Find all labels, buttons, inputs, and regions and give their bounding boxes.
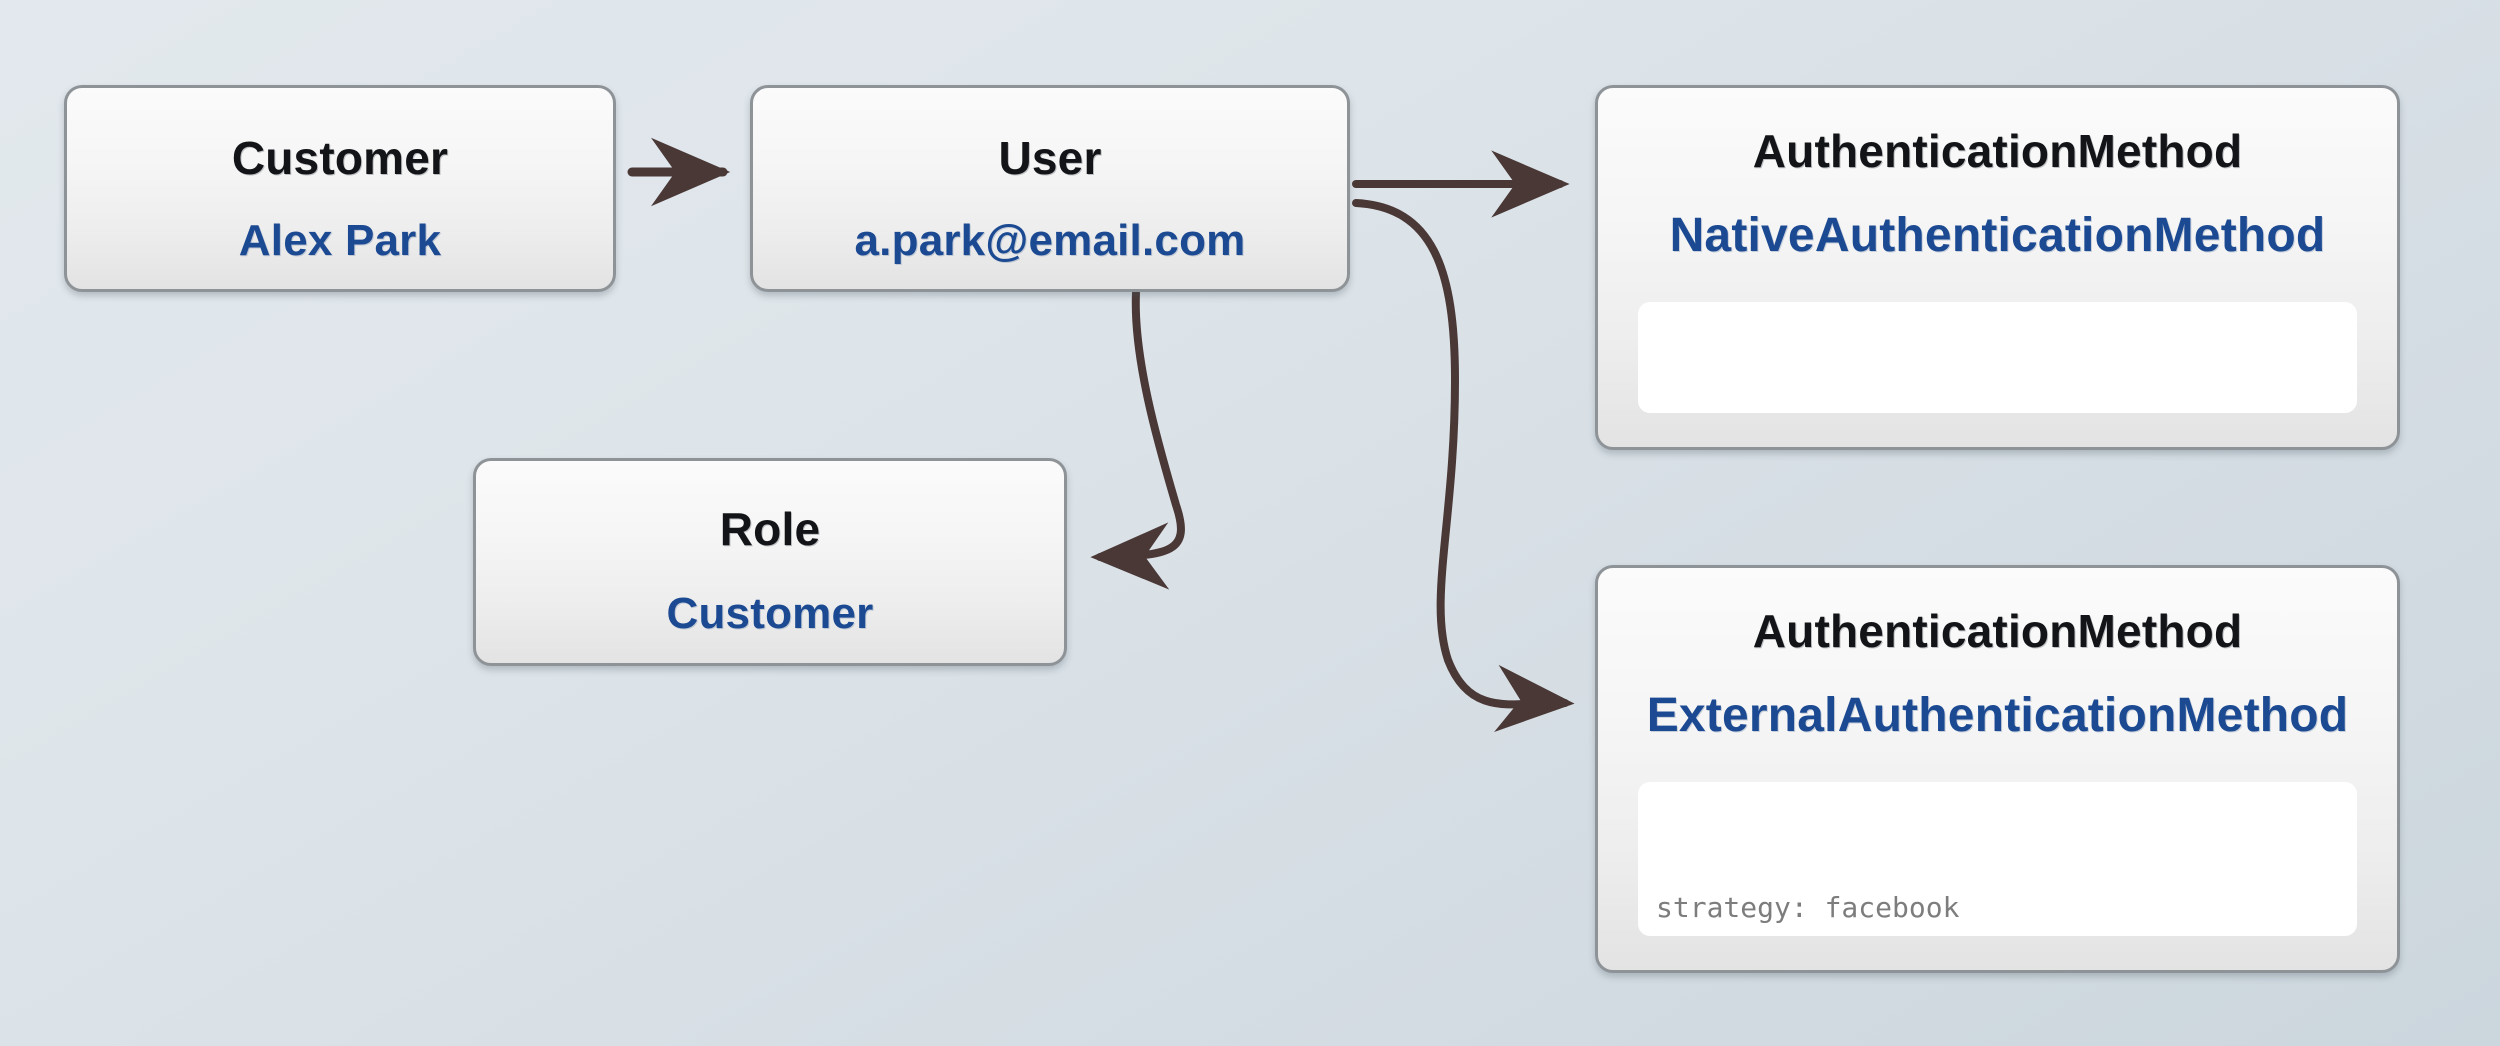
property-line: strategy: facebook [1656, 890, 1960, 924]
node-user[interactable]: User a.park@email.com [750, 85, 1350, 292]
node-native-authentication-method[interactable]: AuthenticationMethod NativeAuthenticatio… [1595, 85, 2400, 450]
node-external-auth-type: AuthenticationMethod [1752, 605, 2243, 657]
node-native-auth-value: NativeAuthenticationMethod [1669, 209, 2326, 262]
node-native-auth-type: AuthenticationMethod [1752, 125, 2243, 177]
node-customer[interactable]: Customer Alex Park [64, 85, 616, 292]
node-external-auth-value: ExternalAuthenticationMethod [1646, 689, 2349, 742]
node-role-value: Customer [666, 589, 874, 638]
connector-user-to-role [1090, 289, 1185, 590]
node-customer-value: Alex Park [238, 216, 442, 265]
node-external-authentication-method[interactable]: AuthenticationMethod ExternalAuthenticat… [1595, 565, 2400, 973]
node-external-auth-properties: strategy: facebook externalIdentifier: 1… [1638, 782, 2357, 936]
node-user-type: User [998, 132, 1102, 184]
node-customer-type: Customer [231, 132, 449, 184]
node-user-value: a.park@email.com [854, 216, 1246, 265]
node-native-auth-properties: identifier: a.park@email.com password: *… [1638, 302, 2357, 413]
connector-user-to-external-auth [1352, 199, 1575, 732]
node-role[interactable]: Role Customer [473, 458, 1067, 666]
node-role-type: Role [719, 503, 821, 555]
property-line: identifier: a.park@email.com [1656, 407, 2335, 413]
